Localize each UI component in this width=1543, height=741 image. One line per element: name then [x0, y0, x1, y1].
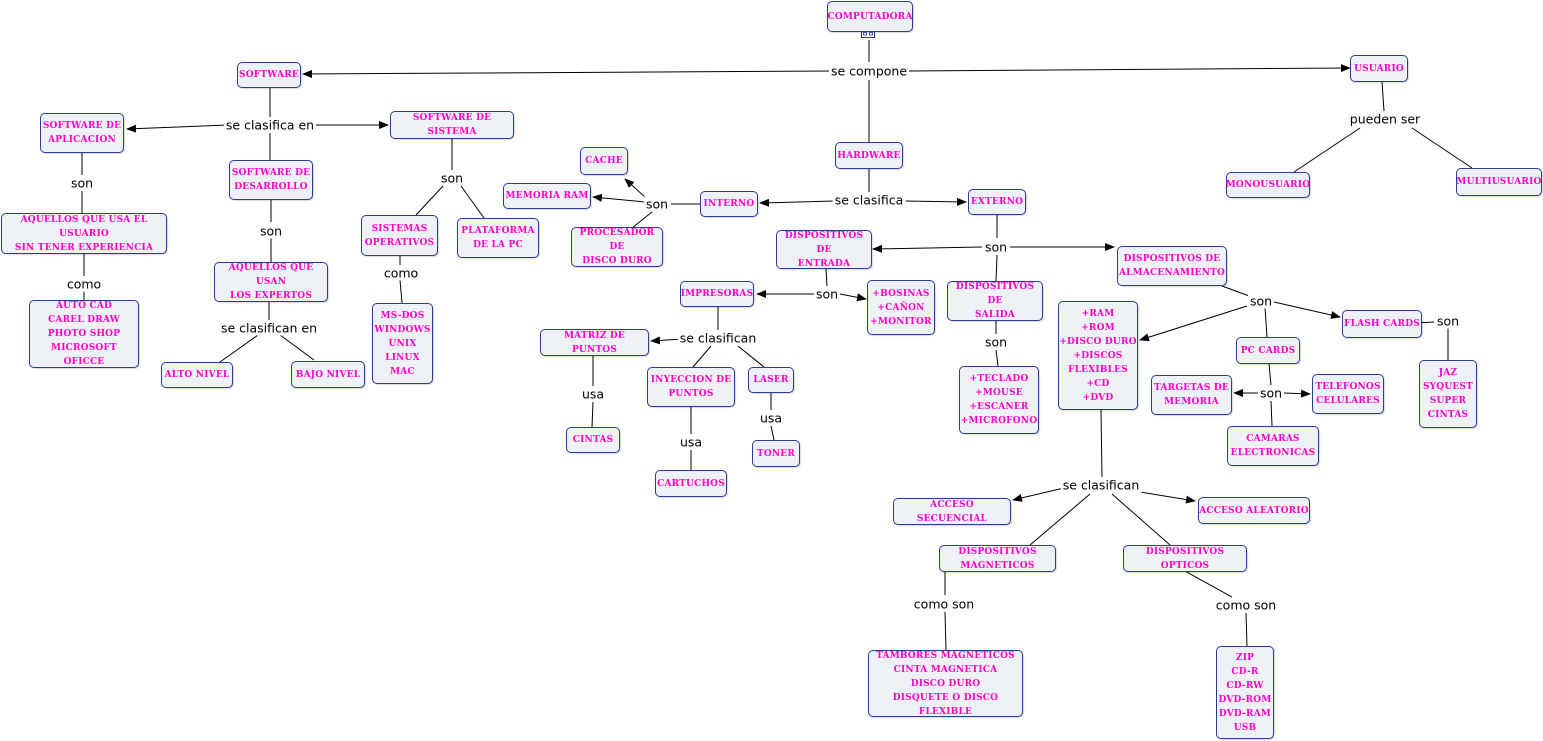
node-memoria-ram[interactable]: MEMORIA RAM	[503, 183, 591, 209]
node-usuario[interactable]: USUARIO	[1350, 55, 1408, 82]
node-impresoras[interactable]: IMPRESORAS	[680, 281, 754, 307]
link-se-clasifican-en: se clasifican en	[218, 320, 320, 336]
node-acceso-secuencial[interactable]: ACCESO SECUENCIAL	[893, 498, 1011, 525]
node-telefonos[interactable]: TELEFONOS CELULARES	[1312, 374, 1384, 414]
link-son-pc: son	[1257, 385, 1285, 401]
link-son-sistema: son	[438, 170, 466, 186]
node-cintas[interactable]: CINTAS	[566, 427, 620, 453]
node-cache[interactable]: CACHE	[580, 147, 628, 175]
link-son-interno: son	[643, 196, 671, 212]
node-interno[interactable]: INTERNO	[700, 191, 758, 217]
node-externo[interactable]: EXTERNO	[968, 189, 1026, 215]
link-como-son-magneticos: como son	[911, 596, 977, 612]
link-como-sistema: como	[381, 265, 421, 281]
link-como-son-opticos: como son	[1213, 597, 1279, 613]
node-camaras[interactable]: CAMARAS ELECTRONICAS	[1227, 426, 1319, 466]
node-acceso-aleatorio[interactable]: ACCESO ALEATORIO	[1198, 497, 1310, 524]
link-usa-laser: usa	[757, 410, 785, 426]
node-sistemas-operativos[interactable]: SISTEMAS OPERATIVOS	[361, 215, 438, 256]
link-se-compone: se compone	[828, 63, 910, 79]
node-dispositivos-entrada[interactable]: DISPOSITIVOS DE ENTRADA	[776, 230, 872, 269]
node-dispositivos-salida[interactable]: DISPOSITIVOS DE SALIDA	[947, 281, 1043, 321]
node-bajo-nivel[interactable]: BAJO NIVEL	[291, 361, 365, 388]
node-hardware[interactable]: HARDWARE	[835, 142, 903, 169]
node-bocinas[interactable]: +BOSINAS +CAÑON +MONITOR	[867, 280, 935, 335]
link-se-clasifica-en: se clasifica en	[223, 117, 317, 133]
link-pueden-ser: pueden ser	[1347, 111, 1423, 127]
node-pc-cards[interactable]: PC CARDS	[1236, 337, 1300, 364]
node-aquellos-usuario[interactable]: AQUELLOS QUE USA EL USUARIO SIN TENER EX…	[1, 213, 167, 254]
node-dispositivos-almacenamiento[interactable]: DISPOSITIVOS DE ALMACENAMIENTO	[1117, 246, 1227, 286]
node-alto-nivel[interactable]: ALTO NIVEL	[161, 362, 233, 388]
node-monousuario[interactable]: MONOUSUARIO	[1226, 172, 1310, 198]
link-son-desarrollo: son	[257, 223, 285, 239]
node-sistemas-lista[interactable]: MS-DOS WINDOWS UNIX LINUX MAC	[372, 303, 433, 384]
node-dispositivos-opticos[interactable]: DISPOSITIVOS OPTICOS	[1123, 545, 1247, 572]
link-son-flash: son	[1434, 313, 1462, 329]
link-usa-inyeccion: usa	[677, 434, 705, 450]
node-targetas-memoria[interactable]: TARGETAS DE MEMORIA	[1151, 375, 1232, 415]
node-multiusuario[interactable]: MULTIUSUARIO	[1456, 168, 1542, 196]
link-se-clasifican-storage: se clasifican	[1060, 477, 1142, 493]
node-computadora[interactable]: COMPUTADORA	[827, 1, 913, 32]
node-autocad[interactable]: AUTO CAD CAREL DRAW PHOTO SHOP MICROSOFT…	[29, 300, 139, 368]
node-dispositivos-magneticos[interactable]: DISPOSITIVOS MAGNETICOS	[939, 545, 1056, 572]
node-inyeccion[interactable]: INYECCION DE PUNTOS	[647, 367, 735, 407]
node-zip[interactable]: ZIP CD-R CD-RW DVD-ROM DVD-RAM USB	[1216, 646, 1274, 739]
link-son-externo: son	[982, 239, 1010, 255]
node-tambores[interactable]: TAMBORES MAGNETICOS CINTA MAGNETICA DISC…	[868, 650, 1023, 717]
node-toner[interactable]: TONER	[752, 440, 800, 467]
node-jaz[interactable]: JAZ SYQUEST SUPER CINTAS	[1419, 360, 1477, 428]
node-flash-cards[interactable]: FLASH CARDS	[1342, 310, 1422, 338]
link-son-entrada: son	[813, 286, 841, 302]
node-teclado[interactable]: +TECLADO +MOUSE +ESCANER +MICROFONO	[959, 366, 1039, 434]
node-plataforma[interactable]: PLATAFORMA DE LA PC	[457, 218, 539, 258]
node-software-desarrollo[interactable]: SOFTWARE DE DESARROLLO	[229, 160, 313, 200]
node-laser[interactable]: LASER	[748, 367, 794, 393]
link-como-aplicacion: como	[64, 276, 104, 292]
node-matriz-puntos[interactable]: MATRIZ DE PUNTOS	[540, 329, 649, 356]
node-software-aplicacion[interactable]: SOFTWARE DE APLICACION	[40, 113, 124, 153]
node-ram-rom[interactable]: +RAM +ROM +DISCO DURO +DISCOS FLEXIBLES …	[1058, 301, 1138, 410]
node-software[interactable]: SOFTWARE	[237, 62, 301, 88]
link-se-clasifica: se clasifica	[832, 192, 906, 208]
node-procesador[interactable]: PROCESADOR DE DISCO DURO	[571, 227, 663, 267]
link-son-almacenamiento: son	[1247, 293, 1275, 309]
link-se-clasifican-impresoras: se clasifican	[677, 330, 759, 346]
node-software-sistema[interactable]: SOFTWARE DE SISTEMA	[390, 111, 514, 139]
node-cartuchos[interactable]: CARTUCHOS	[655, 470, 727, 497]
link-usa-matriz: usa	[579, 386, 607, 402]
link-son-salida: son	[982, 334, 1010, 350]
node-aquellos-expertos[interactable]: AQUELLOS QUE USAN LOS EXPERTOS	[214, 262, 328, 302]
link-son-aplicacion: son	[68, 175, 96, 191]
